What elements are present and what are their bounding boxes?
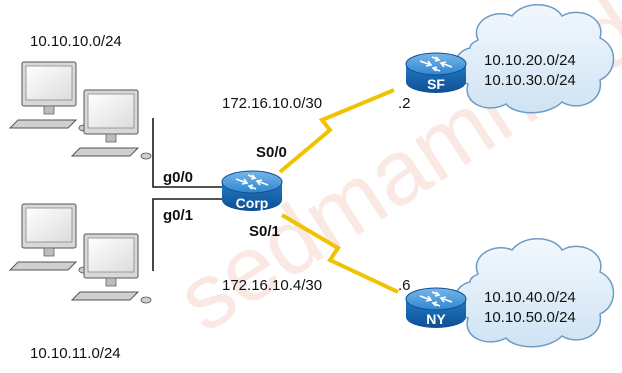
- sf-host-label: .2: [398, 95, 411, 112]
- serial-link-ny: [280, 213, 399, 294]
- router-ny: NY: [405, 287, 467, 328]
- computer-icon: [70, 89, 152, 160]
- wan-ny-subnet-label: 172.16.10.4/30: [222, 277, 322, 294]
- router-sf: SF: [405, 52, 467, 93]
- computer-icon: [8, 203, 90, 274]
- router-sf-label: SF: [427, 76, 445, 92]
- lan-bottom-computers: [8, 203, 152, 304]
- cloud-ny-subnet-1: 10.10.40.0/24: [484, 289, 576, 306]
- serial-link-ny-bolt: [280, 213, 399, 294]
- cloud-sf-subnet-2: 10.10.30.0/24: [484, 72, 576, 89]
- interface-s0-0-label: S0/0: [256, 144, 287, 161]
- ny-host-label: .6: [398, 277, 411, 294]
- ethernet-links: [152, 118, 222, 271]
- interface-g0-1-label: g0/1: [163, 207, 193, 224]
- ethernet-link-g0-0: [152, 118, 222, 188]
- serial-link-sf: [278, 88, 395, 174]
- ethernet-link-g0-1: [152, 198, 222, 271]
- lan-bottom-subnet-label: 10.10.11.0/24: [30, 345, 121, 362]
- interface-g0-0-label: g0/0: [163, 169, 193, 186]
- computer-icon: [8, 61, 90, 132]
- router-corp-label: Corp: [236, 195, 269, 211]
- lan-top-subnet-label: 10.10.10.0/24: [30, 33, 122, 50]
- cloud-ny-subnet-2: 10.10.50.0/24: [484, 309, 576, 326]
- cloud-sf-subnet-1: 10.10.20.0/24: [484, 52, 576, 69]
- lan-top-computers: [8, 61, 152, 160]
- serial-link-sf-bolt: [278, 88, 395, 174]
- router-ny-label: NY: [426, 311, 446, 327]
- interface-s0-1-label: S0/1: [249, 223, 280, 240]
- wan-sf-subnet-label: 172.16.10.0/30: [222, 95, 322, 112]
- computer-icon: [70, 233, 152, 304]
- router-corp: Corp: [221, 170, 283, 211]
